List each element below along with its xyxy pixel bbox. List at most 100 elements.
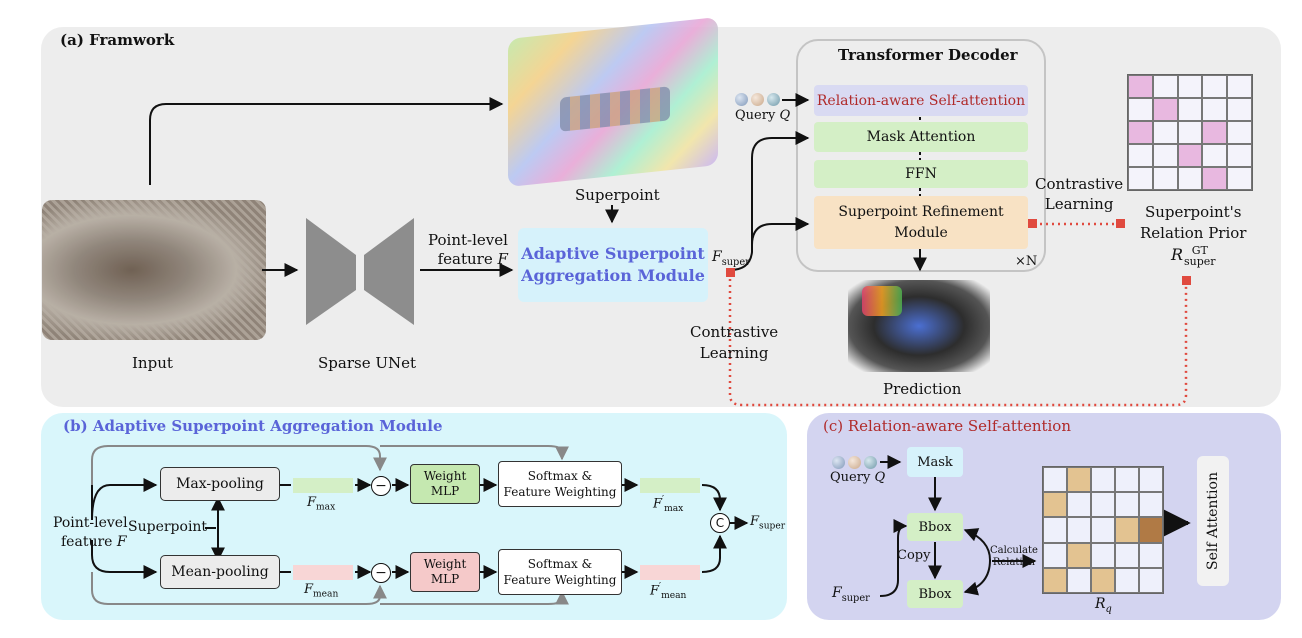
decoder-title: Transformer Decoder — [838, 46, 1018, 64]
contrastive-2-line2: Learning — [1044, 195, 1114, 213]
prior-matrix-cell — [1152, 121, 1178, 144]
minus-operator-top: − — [371, 476, 391, 496]
framework-title: (a) Framwork — [60, 31, 175, 49]
rq-matrix-cell — [1067, 542, 1091, 568]
prior-matrix-cell — [1177, 98, 1203, 121]
contrastive-1-line2: Learning — [699, 344, 769, 362]
prior-matrix-cell — [1152, 167, 1178, 190]
query-token-icon — [751, 93, 764, 106]
prior-line1: Superpoint's — [1144, 203, 1242, 221]
rq-matrix-cell — [1043, 467, 1067, 493]
self-attention-box: Self Attention — [1197, 456, 1229, 586]
prior-r: R — [1170, 245, 1183, 264]
softmax-box-bottom: Softmax & Feature Weighting — [498, 549, 622, 595]
fmax-bar — [293, 478, 353, 493]
rq-matrix-cell — [1139, 517, 1163, 543]
prior-sub: super — [1183, 254, 1216, 268]
fmean-prime-bar — [640, 565, 700, 580]
rq-matrix-cell — [1115, 542, 1139, 568]
prior-matrix-cell — [1202, 121, 1228, 144]
asam-point-level-symbol: F — [116, 534, 127, 550]
prior-matrix-cell — [1128, 167, 1153, 190]
rq-matrix-cell — [1091, 467, 1115, 493]
input-label: Input — [132, 354, 173, 372]
point-feature-symbol: F — [497, 250, 508, 268]
contrastive-2-line1: Contrastive — [1035, 175, 1124, 193]
query-token-icon — [735, 93, 748, 106]
rq-matrix-cell — [1067, 517, 1091, 543]
prior-matrix-cell — [1227, 75, 1252, 98]
weight-mlp-top-line2: MLP — [430, 484, 460, 498]
fmean-prime-symbol: F — [650, 583, 660, 599]
rsa-query-label: Query Q — [830, 470, 885, 485]
prior-matrix-cell — [1202, 98, 1228, 121]
rq-matrix-cell — [1043, 542, 1067, 568]
prior-matrix-cell — [1152, 144, 1178, 167]
rsa-calc-label: Calculate Relation — [990, 545, 1038, 569]
fsuper-sub: super — [721, 256, 750, 268]
prediction-label: Prediction — [883, 380, 962, 398]
softmax-top-line1: Softmax & — [527, 469, 593, 483]
rsa-query-tokens — [832, 456, 880, 470]
asam-fsuper-label: Fsuper — [750, 514, 785, 532]
unet-decoder-shape — [364, 218, 414, 325]
unet-encoder-shape — [306, 218, 356, 325]
rsa-panel-title: (c) Relation-aware Self-attention — [823, 417, 1071, 435]
query-token-icon — [767, 93, 780, 106]
softmax-bottom-line1: Softmax & — [527, 557, 593, 571]
asam-point-level-line1: Point-level — [53, 515, 128, 531]
rsa-calc-line2: Relation — [992, 557, 1036, 568]
fmax-prime-symbol: F — [653, 496, 663, 512]
prior-matrix-cell — [1177, 75, 1203, 98]
fmean-prime-label: F′mean — [650, 582, 686, 601]
mean-pooling-box: Mean-pooling — [160, 555, 280, 589]
asam-line1: Adaptive Superpoint — [521, 244, 705, 263]
rsa-query-text: Query — [830, 470, 871, 485]
query-label: Query Q — [735, 108, 790, 123]
prior-matrix-cell — [1152, 98, 1178, 121]
weight-mlp-box-top: Weight MLP — [410, 464, 480, 504]
rq-matrix-cell — [1115, 467, 1139, 493]
weight-mlp-top-line1: Weight — [423, 469, 467, 483]
rsa-fsuper-symbol: F — [832, 585, 842, 601]
rq-sub: q — [1105, 603, 1112, 615]
prior-sup: GT — [1191, 243, 1208, 257]
srm-line1: Superpoint Refinement — [838, 203, 1004, 220]
asam-panel-title: (b) Adaptive Superpoint Aggregation Modu… — [63, 417, 443, 435]
asam-point-level-label: Point-level feature F — [53, 514, 128, 552]
self-attention-text: Self Attention — [1205, 472, 1222, 570]
query-text: Query — [735, 108, 776, 123]
fmax-sub: max — [316, 502, 336, 513]
point-feature-line2: feature F — [428, 250, 508, 269]
rq-matrix-cell — [1043, 517, 1067, 543]
rq-matrix-cell — [1067, 492, 1091, 518]
srm-line2: Module — [894, 224, 948, 241]
point-feature-word: feature — [437, 250, 493, 268]
weight-mlp-bottom-line2: MLP — [430, 572, 460, 586]
fmean-prime-sub: mean — [661, 590, 687, 601]
rq-label: Rq — [1095, 596, 1112, 615]
prior-matrix-cell — [1227, 98, 1252, 121]
concat-operator: C — [710, 513, 730, 533]
rq-matrix-cell — [1091, 517, 1115, 543]
rq-matrix-cell — [1091, 492, 1115, 518]
fmax-prime-sub: max — [664, 503, 684, 514]
max-pooling-box: Max-pooling — [160, 467, 280, 501]
fmax-prime-mark: ′ — [662, 495, 665, 505]
fmean-symbol: F — [304, 582, 314, 597]
unet-label: Sparse UNet — [318, 354, 417, 372]
asam-line2: Aggregation Module — [521, 266, 705, 285]
contrastive-1-line1: Contrastive — [690, 323, 779, 341]
rq-matrix-cell — [1043, 567, 1067, 593]
times-n-label: ×N — [1015, 254, 1038, 269]
prior-matrix-cell — [1227, 144, 1252, 167]
prior-line2: Relation Prior — [1140, 224, 1247, 242]
rq-symbol: R — [1095, 596, 1106, 612]
asam-superpoint-label: Superpoint — [128, 519, 208, 535]
asam-fsuper-symbol: F — [750, 514, 760, 529]
prior-matrix-cell — [1227, 121, 1252, 144]
rsa-query-token-icon — [832, 456, 845, 469]
rq-matrix-cell — [1115, 567, 1139, 593]
